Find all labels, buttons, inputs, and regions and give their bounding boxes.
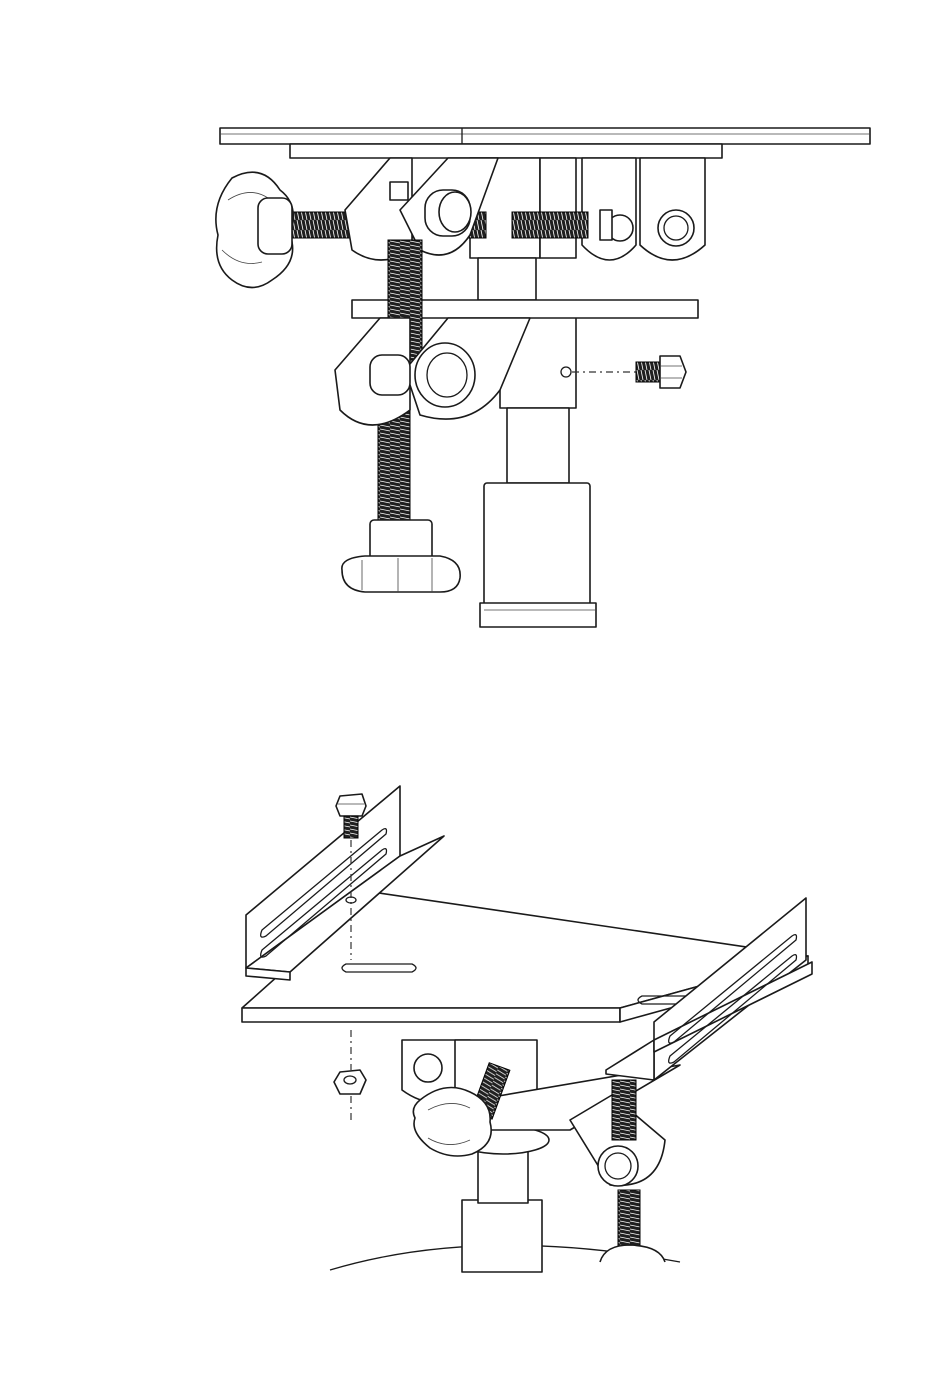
figure-lower: [242, 786, 812, 1272]
tray-top-plate: [220, 128, 870, 158]
figure-upper: [216, 128, 870, 627]
star-knob[interactable]: [342, 520, 460, 592]
star-knob[interactable]: [413, 1088, 491, 1157]
hex-bolt: [572, 356, 686, 388]
star-knob[interactable]: [216, 172, 293, 287]
clevis-joints: [335, 318, 530, 425]
hex-nut: [334, 1030, 366, 1120]
